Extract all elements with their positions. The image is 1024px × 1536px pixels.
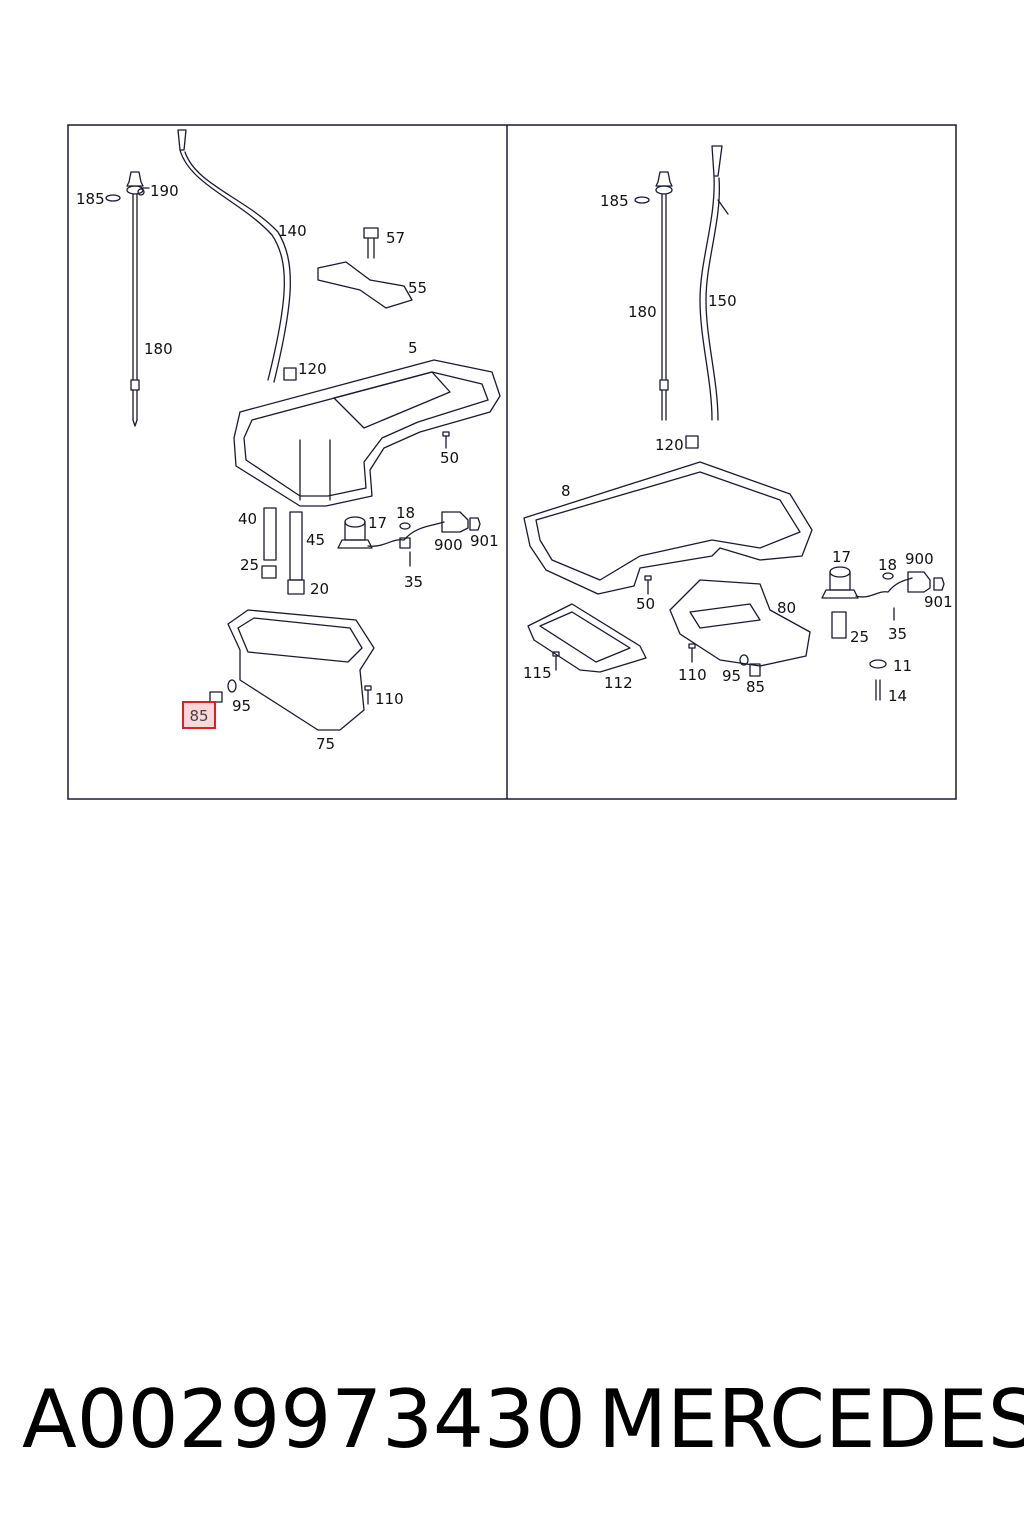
- bolt-25-left: [261, 565, 277, 579]
- callout-110-right: 110: [678, 666, 707, 684]
- seal-ring-95-right: [739, 654, 749, 666]
- parts-diagram: [67, 124, 957, 800]
- dipstick-180-left: [126, 171, 144, 427]
- connector-900-left: [441, 511, 469, 533]
- callout-18-right: 18: [878, 556, 898, 574]
- highlighted-part-85: 85: [182, 701, 216, 729]
- bolt-110-left: [364, 685, 372, 705]
- bolt-14: [875, 679, 881, 701]
- callout-57-left: 57: [386, 229, 406, 247]
- guide-tube-140: [177, 129, 291, 383]
- callout-112-right: 112: [604, 674, 633, 692]
- drain-plug-85-left: [209, 691, 223, 703]
- seal-ring-185-left: [105, 194, 121, 202]
- callout-180-left: 180: [144, 340, 173, 358]
- part-number-caption: A0029973430: [22, 1373, 586, 1466]
- callout-45-left: 45: [306, 531, 326, 549]
- dipstick-180-right: [655, 171, 673, 421]
- callout-80-right: 80: [777, 599, 797, 617]
- oil-pan-part-80: [669, 579, 811, 667]
- seal-18-left: [399, 522, 411, 530]
- lower-oil-pan-75: [227, 609, 375, 731]
- bracket-55: [317, 261, 413, 309]
- callout-40-left: 40: [238, 510, 258, 528]
- oil-pan-upper-8: [523, 461, 813, 595]
- callout-11-right: 11: [893, 657, 913, 675]
- callout-900-right: 900: [905, 550, 934, 568]
- callout-120-left: 120: [298, 360, 327, 378]
- diagram-frame: [67, 124, 957, 800]
- callout-95-left: 95: [232, 697, 252, 715]
- plug-120-left: [283, 367, 297, 381]
- oil-pan-cover-112: [527, 603, 647, 673]
- guide-tube-150: [699, 145, 729, 421]
- callout-18-left: 18: [396, 504, 416, 522]
- seal-18-right: [882, 572, 894, 580]
- callout-115-right: 115: [523, 664, 552, 682]
- callout-185-right: 185: [600, 192, 629, 210]
- callout-50-right: 50: [636, 595, 656, 613]
- callout-900-left: 900: [434, 536, 463, 554]
- callout-901-left: 901: [470, 532, 499, 550]
- callout-75-left: 75: [316, 735, 336, 753]
- callout-95-right: 95: [722, 667, 742, 685]
- drain-plug-85-right: [749, 663, 761, 677]
- callout-120-right: 120: [655, 436, 684, 454]
- bolt-50-left: [442, 431, 450, 449]
- callout-50-left: 50: [440, 449, 460, 467]
- callout-110-left: 110: [375, 690, 404, 708]
- plug-901-right: [933, 577, 945, 591]
- callout-35-left: 35: [404, 573, 424, 591]
- bolt-115: [552, 651, 560, 671]
- stud-45: [289, 511, 303, 581]
- callout-85-right: 85: [746, 678, 766, 696]
- plug-120-right: [685, 435, 699, 449]
- callout-190-left: 190: [150, 182, 179, 200]
- callout-8-right: 8: [561, 482, 571, 500]
- bolt-57-left: [363, 227, 379, 259]
- callout-901-right: 901: [924, 593, 953, 611]
- bolt-25-right: [831, 611, 847, 639]
- screw-190-left: [137, 187, 150, 196]
- callout-35-right: 35: [888, 625, 908, 643]
- callout-5-left: 5: [408, 339, 418, 357]
- upper-oil-pan-5: [233, 359, 501, 507]
- seal-ring-185-right: [634, 196, 650, 204]
- callout-180-right: 180: [628, 303, 657, 321]
- bolt-50-right: [644, 575, 652, 595]
- callout-17-left: 17: [368, 514, 388, 532]
- callout-14-right: 14: [888, 687, 908, 705]
- washer-11: [869, 659, 887, 669]
- callout-25-right: 25: [850, 628, 870, 646]
- oil-level-sensor-17-left: [337, 516, 445, 549]
- callout-17-right: 17: [832, 548, 852, 566]
- callout-140-left: 140: [278, 222, 307, 240]
- seal-ring-95-left: [227, 679, 237, 693]
- bolt-110-right: [688, 643, 696, 663]
- connector-900-right: [907, 571, 931, 593]
- oil-level-sensor-17-right: [821, 566, 913, 599]
- stud-40: [263, 507, 277, 561]
- callout-25-left: 25: [240, 556, 260, 574]
- bushing-20: [287, 579, 305, 595]
- callout-150-right: 150: [708, 292, 737, 310]
- callout-20-left: 20: [310, 580, 330, 598]
- brand-caption: MERCEDES: [598, 1373, 1024, 1466]
- callout-55-left: 55: [408, 279, 428, 297]
- plug-901-left: [469, 517, 481, 531]
- callout-185-left: 185: [76, 190, 105, 208]
